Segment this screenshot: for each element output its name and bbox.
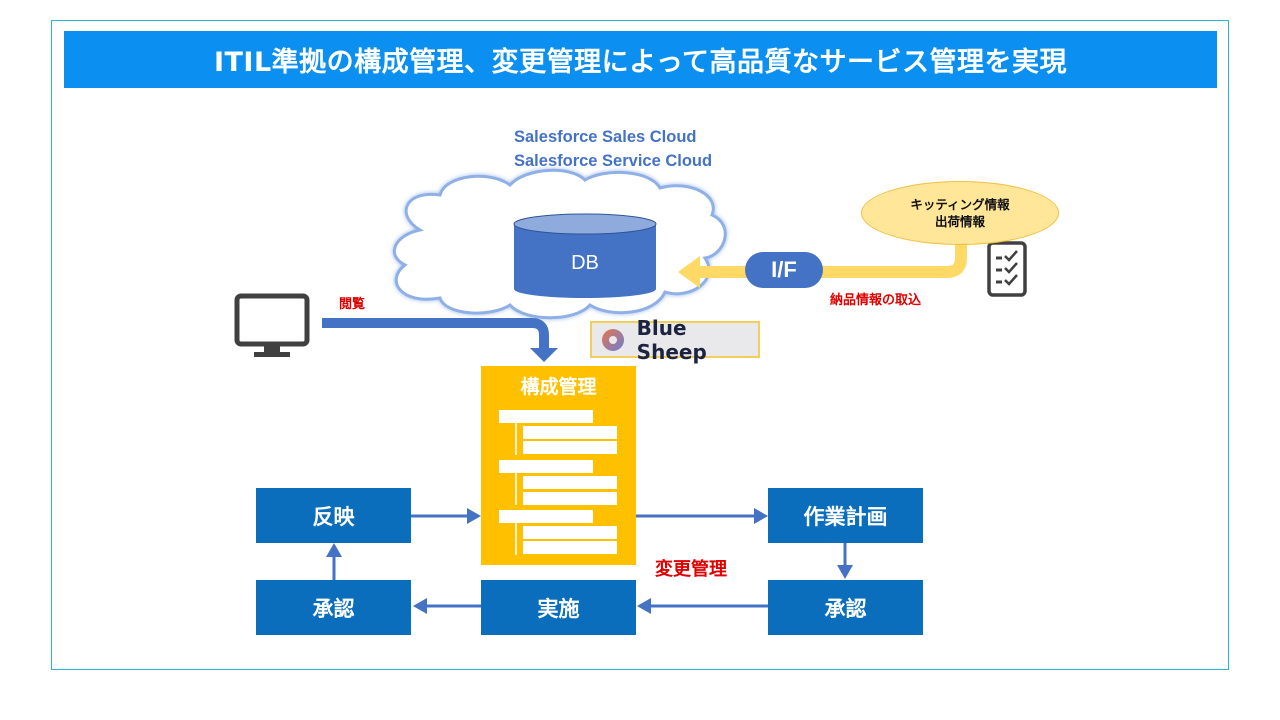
config-item-child [523,492,617,505]
step-implement-label: 実施 [537,596,580,621]
arrow-approve-to-implement [637,598,768,614]
tree-line [515,473,517,505]
config-item-parent [499,510,593,523]
slide-frame [51,20,1229,670]
browse-label: 閲覧 [339,297,366,312]
step-work-plan-label: 作業計画 [803,504,888,529]
source-line-kitting: キッティング情報 [910,197,1010,212]
step-work-plan: 作業計画 [768,488,923,543]
blue-sheep-logo-icon [602,328,624,351]
step-approve-right: 承認 [768,580,923,635]
config-item-child [523,526,617,539]
config-item-child [523,426,617,439]
page-title: ITIL準拠の構成管理、変更管理によって高品質なサービス管理を実現 [213,47,1068,78]
tree-line [515,523,517,555]
arrow-implement-to-approve [413,598,481,614]
config-management-panel: 構成管理 [481,366,636,565]
blue-sheep-label: Blue Sheep [636,315,707,364]
arrow-approve-to-reflect [326,543,342,580]
step-reflect-label: 反映 [312,504,355,529]
import-arrow [678,243,967,288]
interface-pill: I/F [745,252,823,288]
import-caption: 納品情報の取込 [830,293,922,308]
config-item-parent [499,410,593,423]
cloud-line-service: Salesforce Service Cloud [514,152,713,170]
cloud-service-label: Salesforce Sales Cloud Salesforce Servic… [514,125,712,173]
browse-arrow [322,318,558,362]
config-item-child [523,541,617,554]
config-item-child [523,476,617,489]
arrow-workplan-to-approve [837,543,853,579]
config-item-parent [499,460,593,473]
monitor-icon [234,293,310,357]
source-info-ellipse: キッティング情報 出荷情報 [861,181,1059,245]
database-cylinder [513,213,657,298]
change-management-label: 変更管理 [655,559,727,580]
title-banner: ITIL準拠の構成管理、変更管理によって高品質なサービス管理を実現 [64,31,1217,88]
cloud-line-sales: Salesforce Sales Cloud [514,128,697,146]
interface-label: I/F [771,257,797,282]
step-approve-right-label: 承認 [824,596,867,621]
config-item-child [523,441,617,454]
step-reflect: 反映 [256,488,411,543]
source-line-shipping: 出荷情報 [934,214,985,229]
tree-line [515,423,517,455]
db-label: DB [571,252,599,274]
arrow-reflect-to-config [411,508,481,524]
config-management-title: 構成管理 [520,376,597,398]
arrow-config-to-workplan [636,508,768,524]
step-approve-left: 承認 [256,580,411,635]
step-implement: 実施 [481,580,636,635]
checklist-icon [987,241,1027,297]
step-approve-left-label: 承認 [312,596,355,621]
blue-sheep-badge: Blue Sheep [590,316,760,364]
